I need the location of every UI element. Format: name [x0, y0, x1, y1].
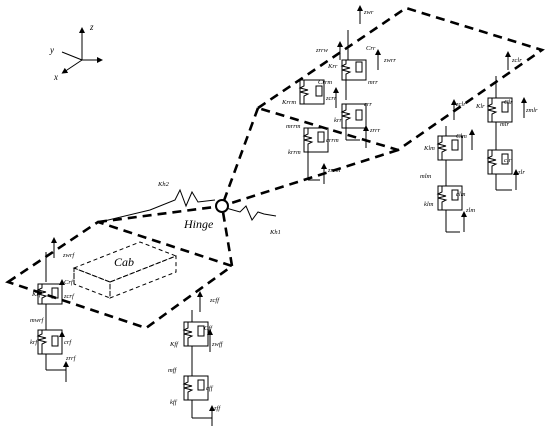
fl-c-bottom: crf [64, 339, 72, 346]
hinge-joint [215, 199, 229, 213]
rr-k-top: Klr [475, 103, 485, 110]
fr-c-top: Cff [204, 325, 213, 332]
fl-z-road: zrrf [65, 355, 77, 362]
rr-z-top: zclr [511, 57, 522, 64]
fr-z-road: zff [213, 405, 221, 412]
rl-c-rr: crr [364, 101, 372, 108]
rr-z-mid: zmlr [525, 107, 538, 114]
rr-m-lm: mlm [420, 173, 432, 180]
rl-k-top: Krr [327, 63, 338, 70]
fl-z-seat: zcrf [63, 293, 75, 300]
fr-k-top: Kff [169, 341, 179, 348]
rr-z-top-left: zclr [455, 101, 466, 108]
fr-z-seat: zwff [211, 341, 224, 348]
rl-z-seat: zwrr [383, 57, 396, 64]
frame-links [97, 107, 399, 267]
hinge-spring-kh2 [99, 188, 216, 223]
kh2-label: Kh2 [157, 181, 170, 188]
fl-c-top: Crf [64, 279, 74, 286]
rl-k-rrm: krrm [288, 149, 301, 156]
rr-k-lm: Klm [423, 145, 435, 152]
axis-y-label: y [49, 45, 54, 55]
rr-z-lr: zlr [517, 169, 525, 176]
rl-c-rm: Crrm [318, 79, 332, 86]
rear-right-suspension [436, 51, 527, 233]
fr-c-bottom: cff [206, 385, 214, 392]
rr-c-lr: clr [504, 157, 512, 164]
rl-z-crr: zcrr [325, 95, 337, 102]
rl-k-rm: Krrm [281, 99, 296, 106]
axis-x-label: x [53, 72, 58, 82]
rl-m-rrm: mrrm [286, 123, 301, 130]
rl-m-rr: mrr [368, 79, 378, 86]
rl-z-rrr: zrrr [369, 127, 381, 134]
rr-c-lm2: clm [456, 191, 466, 198]
fl-k-bottom: krf [30, 339, 38, 346]
rl-z-top1: zwr [363, 9, 374, 16]
fr-k-bottom: kff [170, 399, 178, 406]
rl-k-rr: krr [334, 117, 342, 124]
rr-z-lm: zlm [465, 207, 475, 214]
kh1-label: Kh1 [269, 229, 281, 236]
cab-box [72, 241, 178, 299]
rl-z-rrm: zrrm [327, 167, 341, 174]
rl-c-rrm: crrm [326, 137, 339, 144]
rl-c-top: Crr [366, 45, 376, 52]
rr-c-top: Clr [504, 99, 513, 106]
hinge-spring-kh1 [225, 205, 277, 221]
rr-k-lm2: klm [424, 201, 434, 208]
coordinate-axes [61, 27, 103, 74]
rr-m-lr: mlr [500, 121, 510, 128]
front-left-suspension [36, 237, 69, 382]
fr-z-top: zcff [209, 297, 220, 304]
fl-z-top: zwrf [62, 252, 75, 259]
front-chassis-outline [5, 220, 235, 330]
axis-z-label: z [89, 22, 94, 32]
fl-mass: mwrf [30, 317, 45, 324]
fr-mass: mff [168, 367, 178, 374]
hinge-label: Hinge [183, 217, 214, 231]
rear-chassis-outline [255, 6, 545, 152]
fl-k-top: Krf [31, 291, 42, 298]
cab-label: Cab [114, 255, 134, 269]
front-right-suspension [182, 291, 215, 426]
rear-left-suspension [298, 5, 381, 184]
rl-z-top2: zrrw [315, 47, 329, 54]
rr-c-lm: Clm [456, 133, 467, 140]
